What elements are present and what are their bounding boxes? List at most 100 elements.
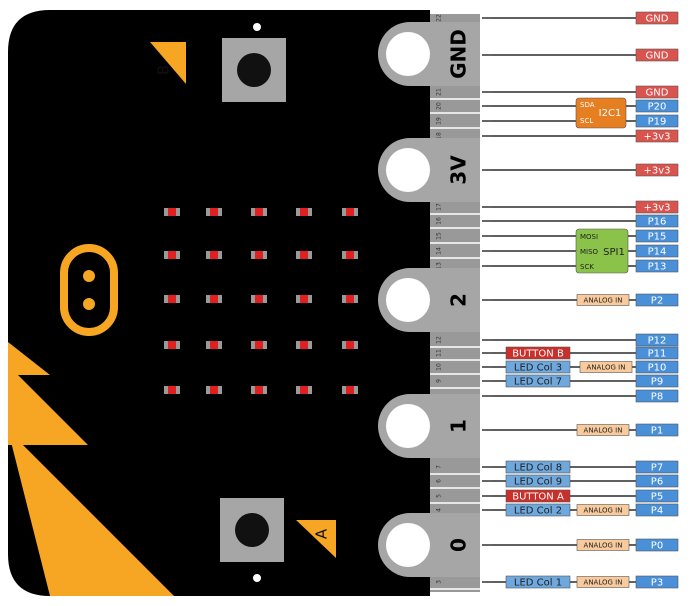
led (296, 208, 312, 216)
gnd-label: GND (635, 11, 679, 25)
edge-connector: 222120191817161514131211109876543 GND3V2… (378, 14, 480, 592)
svg-text:P3: P3 (651, 578, 663, 589)
svg-text:P20: P20 (648, 102, 667, 113)
svg-text:P15: P15 (648, 232, 667, 243)
pad-3v: 3V (378, 138, 480, 202)
pin-label-p13: P13 (635, 259, 679, 273)
analog-in-label: ANALOG IN (576, 539, 630, 551)
analog-in-label: ANALOG IN (576, 424, 630, 436)
pin-number: 18 (436, 132, 443, 140)
svg-text:LED Col 8: LED Col 8 (514, 463, 562, 474)
svg-text:P12: P12 (648, 336, 667, 347)
svg-text:ANALOG IN: ANALOG IN (584, 579, 623, 587)
pin-number: 6 (436, 479, 443, 483)
pad-label: 0 (447, 538, 471, 552)
pin-label-p15: P15 (635, 229, 679, 243)
led (342, 295, 358, 303)
pin-number: 22 (436, 14, 443, 22)
pad-1: 1 (378, 394, 480, 458)
led (164, 251, 180, 259)
led (342, 208, 358, 216)
svg-text:ANALOG IN: ANALOG IN (587, 364, 626, 372)
gnd-label: GND (635, 48, 679, 62)
microbit-logo (60, 244, 118, 336)
svg-text:SPI1: SPI1 (603, 247, 625, 258)
pin-number: 4 (436, 508, 443, 512)
pin-label-p9: P9 (635, 374, 679, 388)
led (251, 251, 267, 259)
svg-text:P1: P1 (651, 426, 663, 437)
button-a: A (220, 498, 336, 562)
pin-label-p19: P19 (635, 114, 679, 128)
svg-text:GND: GND (646, 51, 669, 62)
svg-text:SCK: SCK (580, 263, 594, 271)
orange-triangle-1 (8, 342, 50, 375)
svg-text:+3v3: +3v3 (643, 132, 670, 143)
svg-text:LED Col 7: LED Col 7 (514, 377, 562, 388)
svg-text:P11: P11 (648, 349, 667, 360)
svg-text:ANALOG IN: ANALOG IN (584, 507, 623, 515)
svg-text:P5: P5 (651, 492, 663, 503)
analog-in-label: ANALOG IN (576, 504, 630, 516)
analog-in-label: ANALOG IN (576, 294, 630, 306)
power-label: +3v3 (635, 200, 679, 214)
button-b: B (150, 38, 286, 102)
pin-number: 12 (436, 336, 443, 344)
led (296, 341, 312, 349)
board: B A (8, 10, 430, 596)
bottom-hole (253, 574, 261, 582)
svg-text:LED Col 9: LED Col 9 (514, 477, 562, 488)
pin-number: 11 (436, 349, 443, 357)
svg-text:P2: P2 (651, 296, 663, 307)
led (164, 295, 180, 303)
svg-text:ANALOG IN: ANALOG IN (584, 297, 623, 305)
pin-label-p5: P5 (635, 489, 679, 503)
pin-number: 7 (436, 465, 443, 469)
power-label: +3v3 (635, 129, 679, 143)
led (164, 341, 180, 349)
svg-text:ANALOG IN: ANALOG IN (584, 542, 623, 550)
pin-number: 13 (436, 262, 443, 270)
svg-text:P4: P4 (651, 506, 663, 517)
pin-label-p12: P12 (635, 333, 679, 347)
led-col8-label: LED Col 8 (505, 460, 571, 474)
led (206, 295, 222, 303)
button-a-letter: A (313, 528, 331, 539)
svg-text:P0: P0 (651, 541, 663, 552)
svg-text:LED Col 1: LED Col 1 (514, 578, 562, 589)
pad-label: 3V (447, 155, 471, 185)
button-b-letter: B (155, 65, 173, 75)
svg-text:P16: P16 (648, 217, 667, 228)
svg-text:P9: P9 (651, 377, 663, 388)
svg-text:LED Col 3: LED Col 3 (514, 363, 562, 374)
pin-label-p2: P2 (635, 293, 679, 307)
svg-text:BUTTON B: BUTTON B (512, 349, 564, 360)
pin-number: 19 (436, 117, 443, 125)
led (251, 341, 267, 349)
pin-label-p20: P20 (635, 99, 679, 113)
pin-number: 3 (436, 580, 443, 584)
led (342, 386, 358, 394)
led (342, 251, 358, 259)
svg-text:P6: P6 (651, 477, 663, 488)
led (251, 208, 267, 216)
pin-number: 15 (436, 232, 443, 240)
gnd-label: GND (635, 85, 679, 99)
svg-text:P7: P7 (651, 463, 663, 474)
led (206, 251, 222, 259)
svg-text:P14: P14 (648, 247, 667, 258)
pin-number: 5 (436, 494, 443, 498)
svg-text:ANALOG IN: ANALOG IN (584, 427, 623, 435)
analog-in-label: ANALOG IN (576, 576, 630, 588)
svg-text:+3v3: +3v3 (643, 203, 670, 214)
pin-label-p14: P14 (635, 244, 679, 258)
led (296, 386, 312, 394)
led-matrix (164, 208, 358, 394)
svg-text:GND: GND (646, 88, 669, 99)
pin-label-p8: P8 (635, 389, 679, 403)
pad-label: 2 (447, 293, 471, 307)
pad-label: GND (447, 29, 471, 79)
svg-text:MOSI: MOSI (580, 233, 598, 241)
pin-number: 17 (436, 203, 443, 211)
